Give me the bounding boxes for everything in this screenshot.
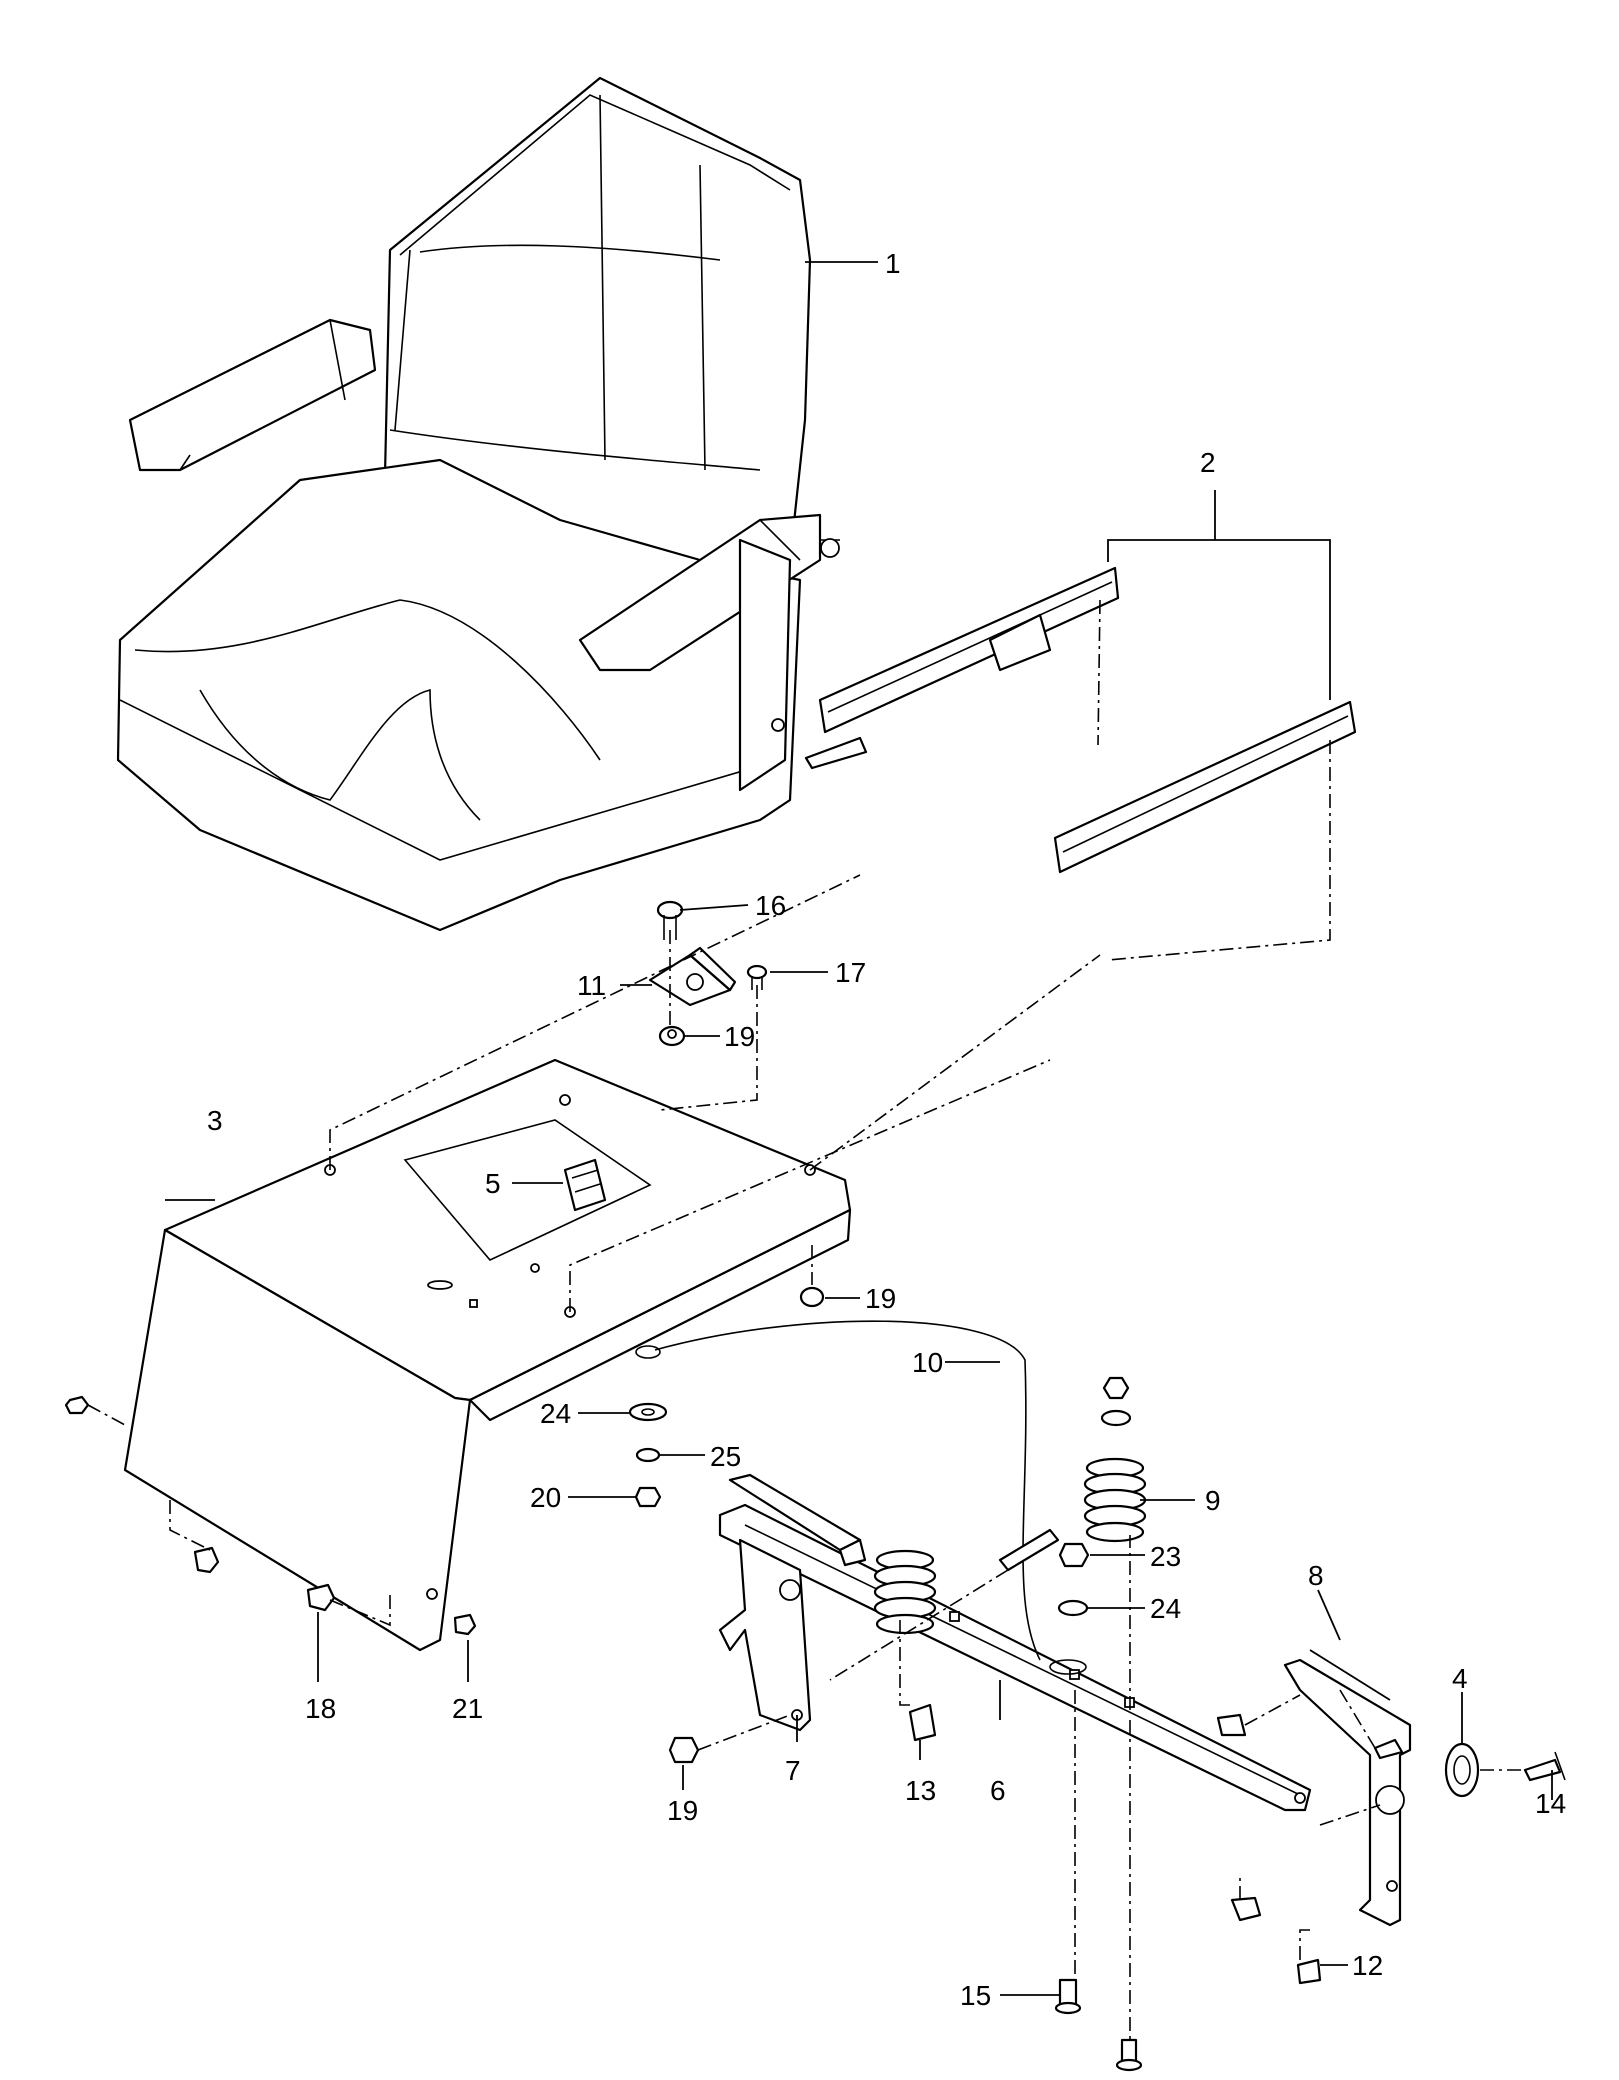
suspension-frame — [718, 1473, 1566, 1985]
callout-1: 1 — [885, 248, 901, 279]
callout-4: 4 — [1452, 1663, 1468, 1694]
callout-19-top: 19 — [724, 1021, 755, 1052]
callout-21: 21 — [452, 1693, 483, 1724]
callout-10: 10 — [912, 1347, 943, 1378]
callout-11: 11 — [577, 970, 606, 1001]
callout-labels: 1 2 3 4 5 6 7 8 9 10 11 12 13 14 15 16 1… — [207, 248, 1566, 2011]
callout-2: 2 — [1200, 447, 1216, 478]
callout-9: 9 — [1205, 1485, 1221, 1516]
assembly-lines — [87, 599, 1525, 2040]
callout-13: 13 — [905, 1775, 936, 1806]
seat — [116, 76, 840, 932]
callout-24-lower: 24 — [1150, 1593, 1181, 1624]
callout-20: 20 — [530, 1482, 561, 1513]
callout-24-upper: 24 — [540, 1398, 571, 1429]
callout-7: 7 — [785, 1755, 801, 1786]
callout-5: 5 — [485, 1168, 501, 1199]
callout-25: 25 — [710, 1441, 741, 1472]
callout-18: 18 — [305, 1693, 336, 1724]
slide-rails — [804, 490, 1357, 874]
callout-14: 14 — [1535, 1788, 1566, 1819]
springs — [873, 1376, 1147, 1635]
callout-23: 23 — [1150, 1541, 1181, 1572]
callout-15: 15 — [960, 1980, 991, 2011]
callout-19-mid: 19 — [865, 1283, 896, 1314]
callout-17: 17 — [835, 957, 866, 988]
fasteners — [64, 1286, 1143, 2072]
callout-3: 3 — [207, 1105, 223, 1136]
callout-6: 6 — [990, 1775, 1006, 1806]
callout-19-bottom: 19 — [667, 1795, 698, 1826]
callout-8: 8 — [1308, 1560, 1324, 1591]
seat-pan — [123, 1058, 852, 1652]
cable — [635, 1320, 1087, 1675]
leader-lines — [165, 261, 1553, 1996]
callout-12: 12 — [1352, 1950, 1383, 1981]
callout-16: 16 — [755, 890, 786, 921]
